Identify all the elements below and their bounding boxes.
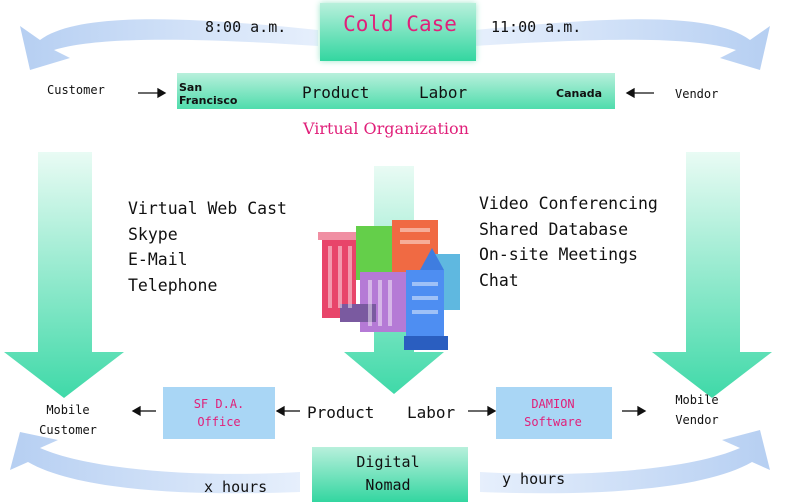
- virtual-organization-title: Virtual Organization: [303, 119, 469, 138]
- cold-case-title: Cold Case: [343, 12, 457, 36]
- list-item: Virtual Web Cast: [128, 199, 287, 218]
- canada-label: Canada: [556, 87, 603, 100]
- list-item: Shared Database: [479, 219, 629, 239]
- city-buildings-image: [318, 220, 460, 350]
- right-down-arrow: [652, 152, 772, 398]
- top-left-curve-arrow: [20, 19, 318, 70]
- bottom-right-curve-arrow: [480, 430, 770, 494]
- vendor-label: Vendor: [675, 87, 719, 101]
- top-right-curve-arrow: [475, 19, 770, 70]
- list-item: On-site Meetings: [479, 245, 638, 264]
- damion-software-label: DAMION Software: [524, 397, 582, 429]
- list-item: Telephone: [128, 275, 218, 295]
- mobile-vendor-label: Mobile Vendor: [675, 393, 719, 427]
- mobile-customer-label: Mobile Customer: [39, 403, 97, 437]
- list-item: E-Mail: [128, 250, 188, 269]
- list-item: Video Conferencing: [479, 194, 658, 213]
- damion-software-box: [496, 387, 612, 439]
- list-item: Skype: [128, 224, 178, 244]
- time-left: 8:00 a.m.: [205, 18, 287, 36]
- digital-nomad-label: Digital Nomad: [356, 453, 420, 494]
- sf-da-office-label: SF D.A. Office: [193, 397, 245, 429]
- x-hours-label: x hours: [204, 478, 268, 496]
- bottom-labor-label: Labor: [407, 403, 456, 422]
- cold-case-box: [320, 3, 476, 61]
- time-right: 11:00 a.m.: [491, 18, 582, 36]
- left-down-arrow: [4, 152, 124, 398]
- top-labor-label: Labor: [419, 83, 468, 102]
- left-communication-list: Virtual Web Cast Skype E-Mail Telephone: [128, 196, 287, 298]
- top-product-label: Product: [302, 83, 370, 102]
- digital-nomad-box: [312, 447, 468, 502]
- bottom-left-curve-arrow: [10, 432, 300, 494]
- customer-label: Customer: [47, 83, 105, 97]
- list-item: Chat: [479, 270, 519, 290]
- right-communication-list: Video Conferencing Shared Database On-si…: [479, 191, 658, 293]
- bottom-product-label: Product: [307, 403, 375, 422]
- y-hours-label: y hours: [502, 470, 566, 488]
- san-francisco-label: San Francisco: [179, 81, 238, 107]
- sf-da-office-box: [163, 387, 275, 439]
- product-labor-band: [177, 73, 615, 109]
